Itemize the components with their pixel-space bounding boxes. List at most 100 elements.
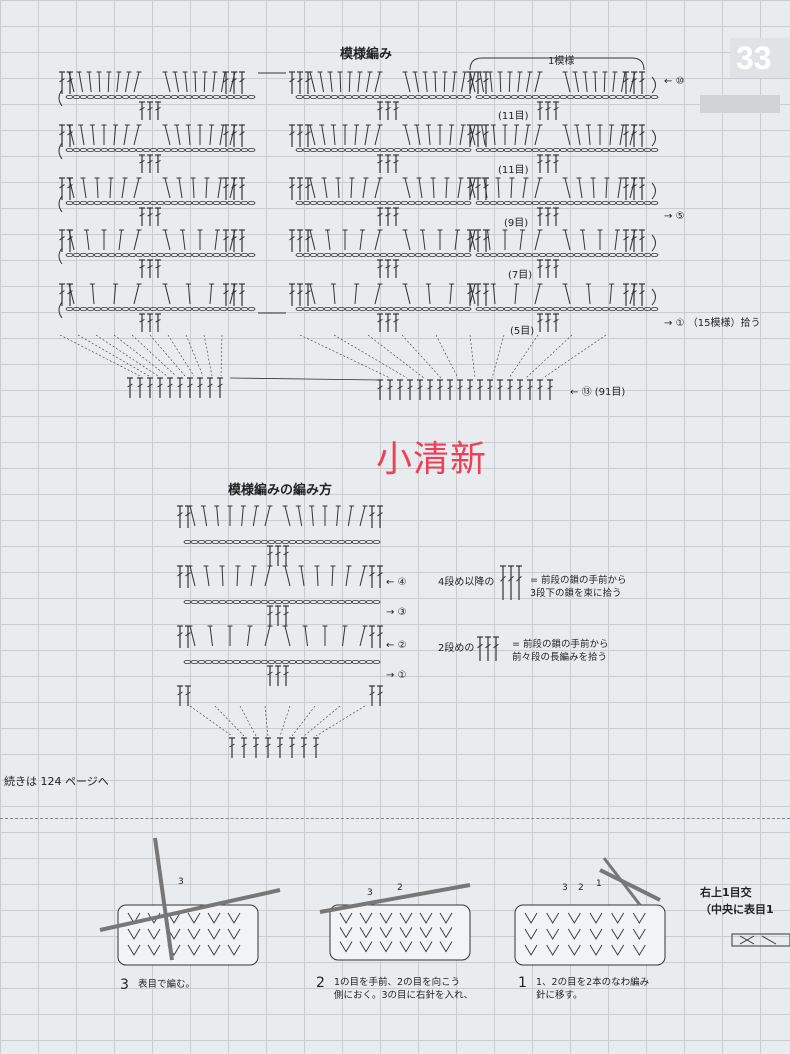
chain-stitch-symbol bbox=[615, 95, 624, 100]
fan-stitch-symbol bbox=[68, 124, 75, 146]
chain-stitch-symbol bbox=[149, 95, 158, 100]
chain-stitch-symbol bbox=[128, 252, 137, 257]
fan-stitch-symbol bbox=[309, 229, 316, 251]
chain-stitch-symbol bbox=[274, 660, 283, 665]
chain-stitch-symbol bbox=[240, 147, 249, 152]
chain-stitch-symbol bbox=[233, 306, 242, 311]
chain-stitch-symbol bbox=[650, 252, 659, 257]
treble-stitch-symbol bbox=[223, 78, 229, 83]
knit-stitch bbox=[379, 941, 393, 953]
turning-chain-symbol bbox=[651, 182, 656, 200]
fan-stitch-symbol bbox=[309, 177, 316, 199]
chain-stitch-symbol bbox=[302, 540, 311, 545]
fan-stitch-symbol bbox=[459, 124, 464, 146]
guide-line bbox=[469, 334, 476, 379]
chain-stitch-symbol bbox=[288, 540, 297, 545]
fan-stitch-symbol bbox=[469, 177, 476, 199]
needle bbox=[99, 888, 281, 932]
treble-stitch-symbol bbox=[59, 290, 65, 295]
step-text: 1、2の目を2本のなわ編み 針に移す。 bbox=[536, 977, 650, 1001]
chain-stitch-symbol bbox=[323, 660, 332, 665]
chain-stitch-symbol bbox=[232, 600, 241, 605]
fan-stitch-symbol bbox=[594, 71, 597, 93]
knit-stitch bbox=[379, 912, 393, 924]
chain-stitch-symbol bbox=[163, 147, 172, 152]
fan-stitch-symbol bbox=[584, 71, 588, 93]
chain-stitch-symbol bbox=[302, 252, 311, 257]
chain-stitch-symbol bbox=[365, 306, 374, 311]
fan-stitch-symbol bbox=[342, 625, 346, 647]
treble-stitch-symbol bbox=[508, 575, 514, 582]
chain-stitch-symbol bbox=[337, 95, 346, 100]
guide-line bbox=[508, 334, 539, 379]
chain-stitch-symbol bbox=[400, 252, 409, 257]
turning-chain-symbol bbox=[651, 234, 656, 252]
treble-stitch-symbol bbox=[277, 743, 283, 748]
guide-line bbox=[167, 334, 195, 377]
guide-line bbox=[401, 334, 442, 379]
fan-stitch-symbol bbox=[133, 283, 140, 305]
treble-stitch-symbol bbox=[553, 318, 559, 323]
chain-stitch-symbol bbox=[316, 660, 325, 665]
chain-stitch-symbol bbox=[302, 306, 311, 311]
fan-stitch-symbol bbox=[345, 565, 350, 587]
chain-stitch-symbol bbox=[601, 252, 610, 257]
guide-line bbox=[435, 334, 459, 379]
needle bbox=[599, 868, 661, 902]
fan-stitch-symbol bbox=[469, 124, 476, 146]
treble-stitch-symbol bbox=[297, 290, 303, 295]
fan-stitch-symbol bbox=[189, 505, 196, 527]
fan-stitch-symbol bbox=[564, 177, 571, 199]
chain-stitch-symbol bbox=[212, 252, 221, 257]
chain-stitch-symbol bbox=[93, 306, 102, 311]
treble-stitch-symbol bbox=[553, 264, 559, 269]
fan-stitch-symbol bbox=[189, 565, 196, 587]
chain-stitch-symbol bbox=[302, 95, 311, 100]
fan-stitch-symbol bbox=[264, 565, 271, 587]
chain-stitch-symbol bbox=[79, 147, 88, 152]
chain-stitch-symbol bbox=[295, 306, 304, 311]
fan-stitch-symbol bbox=[359, 229, 363, 251]
chain-stitch-symbol bbox=[72, 306, 81, 311]
chain-stitch-symbol bbox=[442, 95, 451, 100]
chain-stitch-symbol bbox=[163, 200, 172, 205]
chain-stitch-symbol bbox=[247, 306, 256, 311]
chain-stitch-symbol bbox=[482, 306, 491, 311]
chain-stitch-symbol bbox=[72, 147, 81, 152]
chain-stitch-symbol bbox=[212, 147, 221, 152]
chain-stitch-symbol bbox=[233, 147, 242, 152]
knit-stitch bbox=[546, 912, 560, 924]
fan-stitch-symbol bbox=[220, 71, 226, 93]
stitch-count: (11目) bbox=[498, 111, 529, 122]
guide-line bbox=[542, 334, 607, 379]
chain-stitch-symbol bbox=[72, 95, 81, 100]
fan-stitch-symbol bbox=[109, 177, 112, 199]
treble-stitch-symbol bbox=[545, 264, 551, 269]
chain-stitch-symbol bbox=[435, 252, 444, 257]
chain-stitch-symbol bbox=[190, 540, 199, 545]
fan-stitch-symbol bbox=[354, 283, 358, 305]
fan-stitch-symbol bbox=[323, 177, 328, 199]
treble-stitch-symbol bbox=[67, 290, 73, 295]
treble-stitch-symbol bbox=[377, 572, 383, 577]
chain-stitch-symbol bbox=[330, 252, 339, 257]
chain-stitch-symbol bbox=[643, 95, 652, 100]
chain-stitch-symbol bbox=[365, 600, 374, 605]
chain-stitch-symbol bbox=[496, 200, 505, 205]
fan-stitch-symbol bbox=[481, 124, 486, 146]
chain-stitch-symbol bbox=[239, 540, 248, 545]
fan-stitch-symbol bbox=[107, 71, 110, 93]
chain-stitch-symbol bbox=[211, 540, 220, 545]
chain-stitch-symbol bbox=[323, 200, 332, 205]
treble-stitch-symbol bbox=[407, 385, 413, 390]
guide-line bbox=[95, 334, 159, 377]
chain-stitch-symbol bbox=[489, 147, 498, 152]
knit-stitch bbox=[439, 912, 453, 924]
chain-stitch-symbol bbox=[246, 600, 255, 605]
knit-stitch bbox=[147, 928, 161, 940]
knit-stitch bbox=[419, 927, 433, 939]
chain-stitch-symbol bbox=[566, 252, 575, 257]
fan-stitch-symbol bbox=[229, 124, 236, 146]
chain-stitch-symbol bbox=[309, 306, 318, 311]
chain-stitch-symbol bbox=[482, 200, 491, 205]
